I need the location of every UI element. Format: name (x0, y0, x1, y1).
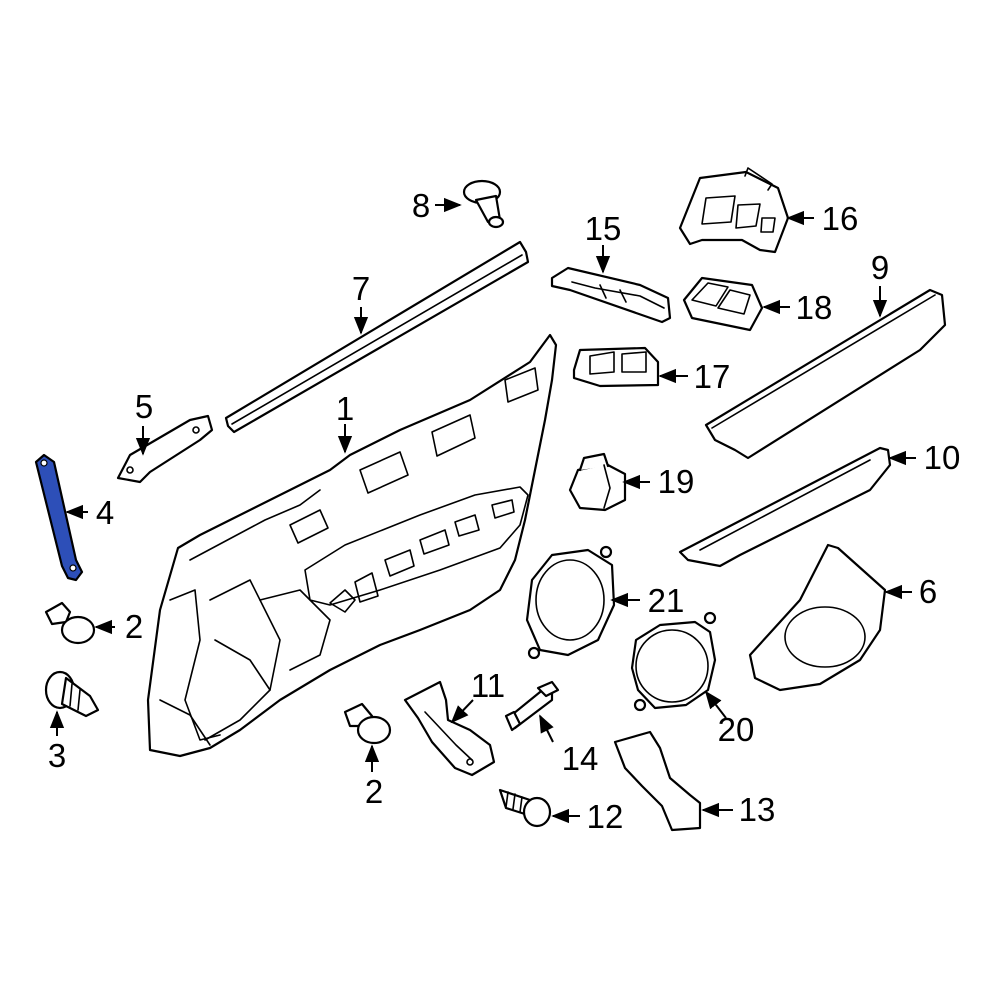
highlighted-part (34, 453, 84, 582)
leader-lines (49, 197, 916, 824)
armrest-garnish-10[interactable] (678, 446, 892, 568)
callout-6: 6 (919, 573, 937, 610)
callout-16: 16 (822, 200, 859, 237)
callout-15: 15 (585, 210, 622, 247)
push-clip-8[interactable] (462, 179, 505, 229)
switch-panel-15[interactable] (550, 266, 672, 324)
bracket-5[interactable] (116, 414, 214, 484)
callout-11: 11 (471, 667, 505, 704)
switch-assembly-17[interactable] (572, 346, 660, 388)
callout-14: 14 (562, 740, 599, 777)
belt-molding[interactable] (224, 240, 530, 434)
screw-12[interactable] (498, 788, 552, 828)
callout-2a: 2 (125, 608, 143, 645)
callout-12: 12 (587, 798, 624, 835)
callout-1: 1 (336, 390, 354, 427)
callout-labels: 1 2 2 3 4 5 6 7 8 9 10 11 12 13 14 15 16… (48, 187, 961, 835)
speaker-grille-6[interactable] (748, 543, 887, 692)
handle-bracket-11[interactable] (403, 680, 496, 777)
callout-17: 17 (694, 358, 731, 395)
callout-5: 5 (135, 388, 153, 425)
callout-4: 4 (96, 494, 114, 531)
pull-handle-14[interactable] (504, 680, 560, 732)
callout-20: 20 (718, 711, 755, 748)
switch-bezel-16[interactable] (678, 167, 790, 254)
mirror-switch-19[interactable] (568, 452, 627, 512)
callout-18: 18 (796, 289, 833, 326)
speaker-bracket-21[interactable] (525, 545, 616, 660)
callout-2b: 2 (365, 773, 383, 810)
push-pin-2a[interactable] (44, 601, 96, 645)
door-trim-panel[interactable] (146, 333, 558, 758)
callout-8: 8 (412, 187, 430, 224)
callout-19: 19 (658, 463, 695, 500)
push-pin-2b[interactable] (343, 702, 392, 745)
callout-9: 9 (871, 249, 889, 286)
upper-garnish-9[interactable] (704, 288, 947, 460)
speaker-bracket-20[interactable] (630, 611, 717, 712)
window-switch-18[interactable] (682, 276, 764, 332)
highlighted-bracket-4[interactable] (34, 453, 84, 582)
callout-7: 7 (352, 270, 370, 307)
trim-piece-13[interactable] (613, 730, 702, 832)
callout-10: 10 (924, 439, 961, 476)
screw-grommet-3[interactable] (44, 670, 100, 718)
callout-21: 21 (648, 582, 685, 619)
callout-3: 3 (48, 737, 66, 774)
callout-13: 13 (739, 791, 776, 828)
